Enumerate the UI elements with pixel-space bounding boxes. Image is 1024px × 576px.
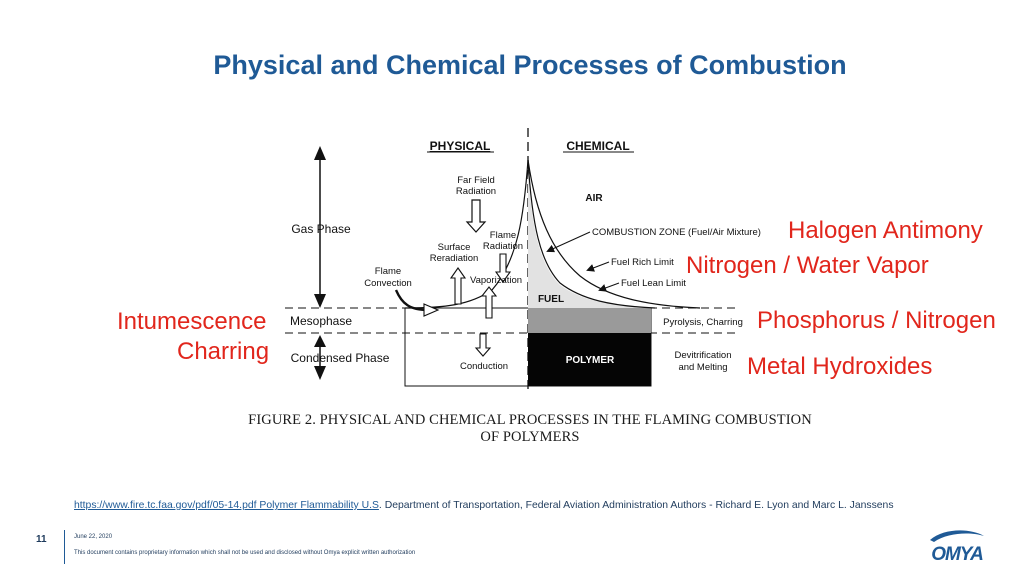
fuel-region [528,170,650,308]
flame-convection-arrowhead [423,303,440,317]
fuel-rich-pointer [586,261,610,272]
figure-caption-line-2: OF POLYMERS [480,429,580,445]
annotation-metal-hydroxides: Metal Hydroxides [747,353,933,380]
combustion-zone-label: COMBUSTION ZONE (Fuel/Air Mixture) [592,227,761,238]
conduction-arrow [474,333,492,357]
pyrolysis-label: Pyrolysis, Charring [663,317,743,328]
gas-phase-arrow-down [314,294,326,308]
figure-caption-line-1: FIGURE 2. PHYSICAL AND CHEMICAL PROCESSE… [248,412,812,428]
mesophase-label: Mesophase [290,314,352,328]
flame-convection-label-2: Convection [364,278,412,289]
logo-swoosh-icon [930,530,984,542]
annotation-nitrogen-water: Nitrogen / Water Vapor [686,252,929,279]
surface-reradiation-label-2: Reradiation [430,253,479,264]
polymer-block [528,333,651,386]
omya-logo: OMYA [930,530,984,565]
vaporization-label: Vaporization [470,275,522,286]
vaporization-arrow [480,286,498,319]
slide-title: Physical and Chemical Processes of Combu… [213,50,847,80]
source-link[interactable]: https://www.fire.tc.faa.gov/pdf/05-14.pd… [74,500,379,511]
polymer-label: POLYMER [566,355,615,366]
footer-divider [64,530,65,564]
surface-reradiation-arrow [449,267,467,305]
source-citation: https://www.fire.tc.faa.gov/pdf/05-14.pd… [74,500,894,511]
fuel-lean-limit-label: Fuel Lean Limit [621,278,686,289]
devitrification-label-2: and Melting [678,362,727,373]
flame-curve-lean [527,159,701,309]
figure-caption: FIGURE 2. PHYSICAL AND CHEMICAL PROCESSE… [230,412,830,446]
flame-radiation-arrow [494,253,512,283]
annotation-halogen: Halogen Antimony [788,217,983,244]
gas-phase-label: Gas Phase [291,222,351,236]
footer-date: June 22, 2020 [74,534,113,540]
combustion-diagram: PHYSICAL CHEMICAL Gas Phase Mesophase Co… [285,128,761,392]
header-chemical: CHEMICAL [566,139,629,153]
annotation-phosphorus: Phosphorus / Nitrogen [757,307,996,334]
fuel-rich-limit-label: Fuel Rich Limit [611,257,674,268]
fuel-label: FUEL [538,294,564,305]
pyrolysis-layer [528,308,651,333]
logo-text: OMYA [931,544,983,565]
source-rest: . Department of Transportation, Federal … [378,500,894,511]
flame-convection-label-1: Flame [375,266,401,277]
header-physical: PHYSICAL [430,139,491,153]
page-number: 11 [36,534,47,545]
annotation-intumescence: Intumescence [117,308,267,335]
condensed-phase-label: Condensed Phase [291,351,390,365]
devitrification-label-1: Devitrification [674,350,731,361]
air-label: AIR [585,193,603,204]
fuel-lean-pointer [598,282,620,292]
far-field-label-1: Far Field [457,175,494,186]
far-field-arrow [465,199,487,233]
conduction-label: Conduction [460,361,508,372]
footer-notice: This document contains proprietary infor… [74,550,416,556]
flame-convection-arrow [394,289,429,312]
surface-reradiation-label-1: Surface [438,242,471,253]
flame-radiation-label-2: Radiation [483,241,523,252]
far-field-label-2: Radiation [456,186,496,197]
condensed-arrow-up [314,335,326,347]
gas-phase-arrow-up [314,146,326,160]
annotation-charring: Charring [177,338,270,365]
flame-radiation-label-1: Flame [490,230,516,241]
flame-curve-left [404,159,529,309]
flame-curve-rich [527,159,656,309]
combustion-zone-pointer [546,231,591,253]
condensed-arrow-down [314,366,326,380]
